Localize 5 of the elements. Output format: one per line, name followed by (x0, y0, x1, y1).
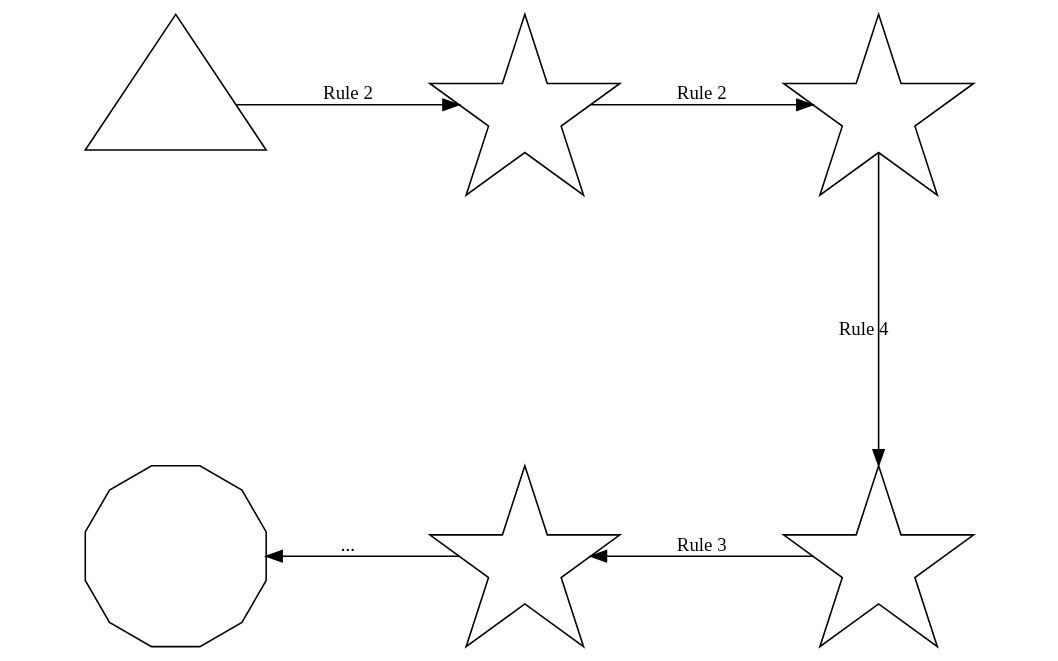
edge-label: ... (340, 533, 355, 555)
edge-label: Rule 4 (838, 318, 889, 340)
edge-label: Rule 3 (676, 533, 727, 555)
edge-label: Rule 2 (676, 82, 727, 104)
edge-label: Rule 2 (322, 82, 373, 104)
